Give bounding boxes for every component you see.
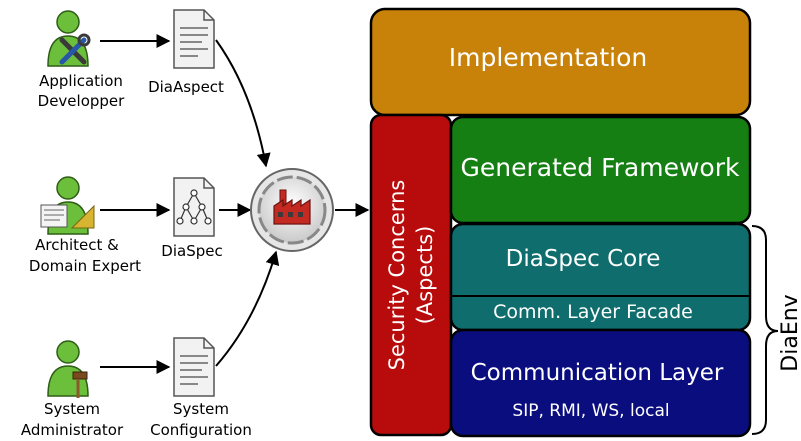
implementation-label: Implementation — [449, 43, 648, 72]
communication-layer — [449, 328, 752, 438]
actor-label-line1: Architect & — [35, 236, 119, 254]
actor-label-line1: Application — [39, 72, 123, 90]
generated-framework-label: Generated Framework — [461, 153, 740, 182]
system-administrator-icon — [47, 340, 89, 398]
arrow-configuration-to-generator — [215, 250, 280, 367]
implementation-layer — [369, 7, 752, 117]
comm-facade-label: Comm. Layer Facade — [493, 301, 693, 323]
system-configuration-document-icon — [173, 337, 215, 397]
arrow-diaaspect-to-generator — [215, 39, 271, 168]
document-label: System — [173, 400, 229, 418]
protocols-label: SIP, RMI, WS, local — [512, 401, 669, 421]
diaenv-label: DiaEnv — [778, 294, 801, 371]
generator-factory-icon — [250, 168, 334, 252]
security-concerns-layer — [369, 113, 453, 437]
document-label: DiaSpec — [161, 242, 222, 260]
actor-label-line2: Developper — [38, 92, 126, 110]
security-label-line1: Security Concerns — [385, 180, 409, 371]
actor-label-line2: Administrator — [21, 421, 124, 439]
actor-label-line1: System — [44, 400, 100, 418]
communication-layer-label: Communication Layer — [471, 360, 724, 386]
architect-icon — [40, 176, 95, 235]
diaaspect-document-icon — [173, 9, 215, 69]
application-developer-icon — [47, 10, 91, 67]
document-label-line2: Configuration — [150, 421, 252, 439]
actor-label-line2: Domain Expert — [29, 257, 141, 275]
document-label: DiaAspect — [148, 78, 224, 96]
security-label-line2: (Aspects) — [413, 226, 437, 325]
diaspec-core-label: DiaSpec Core — [506, 246, 661, 272]
diaenv-brace — [751, 225, 779, 435]
diaspec-document-icon — [173, 177, 215, 237]
